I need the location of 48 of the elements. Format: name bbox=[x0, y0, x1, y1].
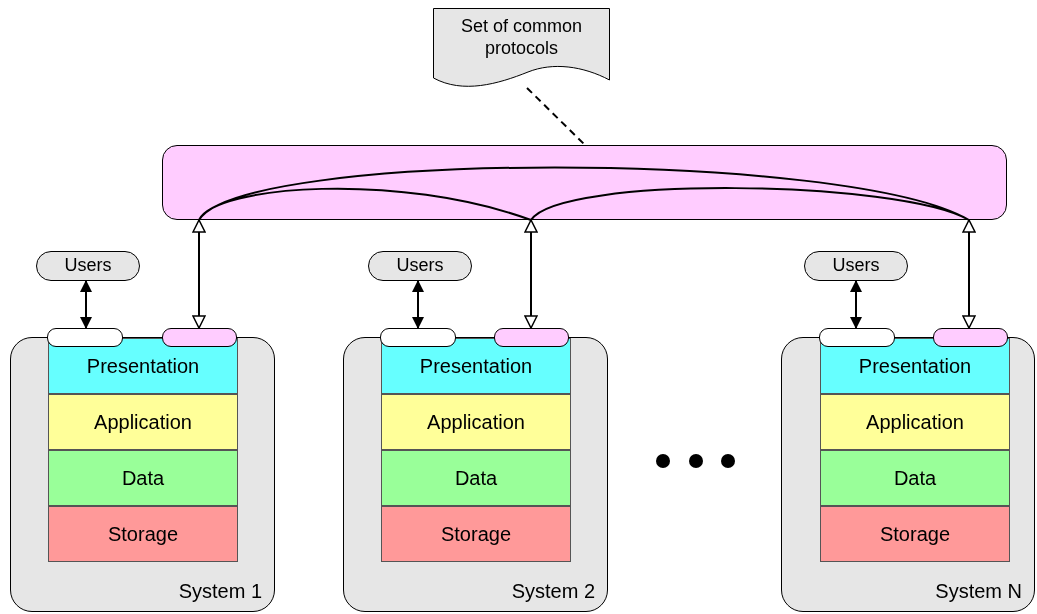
storage-layer bbox=[48, 506, 238, 562]
layer-label: Presentation bbox=[858, 354, 972, 378]
double-arrow bbox=[80, 280, 92, 329]
layer-label: Data bbox=[454, 466, 498, 490]
double-arrow bbox=[524, 219, 538, 329]
system-label: System 1 bbox=[178, 579, 262, 603]
system-container bbox=[343, 337, 608, 612]
users-pill bbox=[804, 251, 908, 281]
user-port bbox=[47, 328, 123, 347]
protocol-port bbox=[494, 328, 569, 347]
layer-label: Data bbox=[893, 466, 937, 490]
application-layer bbox=[381, 394, 571, 450]
layer-label: Application bbox=[94, 410, 192, 434]
protocol-port bbox=[933, 328, 1008, 347]
document-text: Set of common protocols bbox=[459, 16, 584, 60]
layer-label: Storage bbox=[879, 522, 951, 546]
users-label: Users bbox=[832, 255, 880, 277]
layer-label: Application bbox=[866, 410, 964, 434]
storage-layer bbox=[820, 506, 1010, 562]
double-arrow bbox=[850, 280, 862, 329]
data-layer bbox=[820, 450, 1010, 506]
protocol-port bbox=[162, 328, 237, 347]
users-label: Users bbox=[64, 255, 112, 277]
layer-label: Application bbox=[427, 410, 525, 434]
application-layer bbox=[820, 394, 1010, 450]
layer-label: Data bbox=[121, 466, 165, 490]
double-arrow bbox=[192, 219, 206, 329]
protocol-bus bbox=[162, 145, 1007, 220]
users-pill bbox=[36, 251, 140, 281]
users-label: Users bbox=[396, 255, 444, 277]
layer-label: Presentation bbox=[419, 354, 533, 378]
user-port bbox=[819, 328, 895, 347]
system-label: System N bbox=[935, 579, 1022, 603]
double-arrow bbox=[412, 280, 424, 329]
application-layer bbox=[48, 394, 238, 450]
layer-label: Storage bbox=[440, 522, 512, 546]
layer-label: Storage bbox=[107, 522, 179, 546]
users-pill bbox=[368, 251, 472, 281]
system-label: System 2 bbox=[511, 579, 595, 603]
layer-label: Presentation bbox=[86, 354, 200, 378]
dashed-connector bbox=[526, 87, 586, 146]
system-container bbox=[781, 337, 1035, 612]
double-arrow bbox=[962, 219, 976, 329]
data-layer bbox=[381, 450, 571, 506]
data-layer bbox=[48, 450, 238, 506]
system-container bbox=[10, 337, 275, 612]
user-port bbox=[380, 328, 456, 347]
storage-layer bbox=[381, 506, 571, 562]
